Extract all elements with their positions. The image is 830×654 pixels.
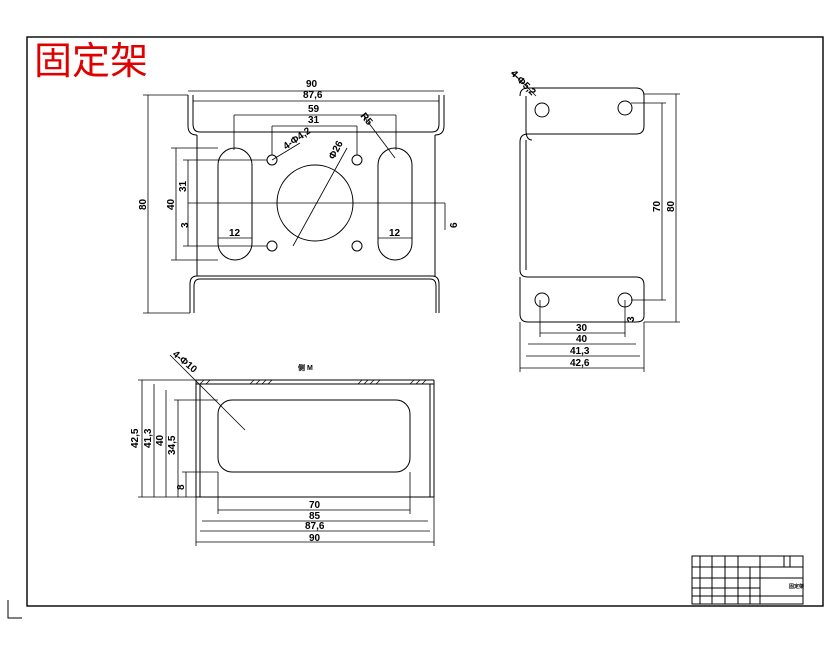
dim-40-side: 40: [576, 334, 588, 345]
drawing-frame: [26, 36, 824, 607]
corner-mark: [7, 600, 22, 619]
view-label: 侧 M: [298, 363, 313, 372]
dim-80-side: 80: [666, 200, 677, 212]
dim-41-3-top: 41,3: [143, 428, 154, 448]
dim-corner-holes: 4-Φ5,2: [508, 68, 538, 98]
dim-41-3: 41,3: [570, 346, 590, 357]
dim-87-6-top: 87,6: [305, 521, 325, 532]
dim-70: 70: [652, 200, 663, 212]
dim-slot-12-right: 12: [389, 228, 401, 239]
section-hatch: [199, 379, 427, 385]
drawing-title: 固定架: [34, 39, 148, 83]
dim-90-top: 90: [309, 533, 321, 544]
dim-thick-3: 3: [626, 316, 637, 322]
dim-31-vert: 31: [178, 180, 189, 192]
dim-34-5: 34,5: [167, 435, 178, 455]
dim-slot-holes: 4-Φ10: [170, 349, 199, 376]
dim-40-top: 40: [155, 434, 166, 446]
title-block-name: 固定架: [789, 583, 804, 590]
dim-85: 85: [309, 511, 321, 522]
top-view: 侧 M 4-Φ10 42,5 41,3 40 34,5 8 70 85 87,6…: [130, 349, 435, 546]
right-slot: [377, 147, 413, 261]
side-view: 4-Φ5,2 70 80 30 40 41,3 42,6 3: [508, 68, 680, 372]
dim-6: 6: [449, 222, 460, 228]
front-view: 90 87,6 59 31 4-Φ4,2 Φ26 R5 80 40 31 12 …: [138, 79, 460, 314]
hole: [617, 100, 633, 116]
dim-59: 59: [308, 104, 320, 115]
hole: [351, 240, 363, 252]
dim-slot-radius: R5: [358, 111, 375, 128]
dim-40: 40: [166, 198, 177, 210]
dim-42-5: 42,5: [130, 428, 141, 448]
hole: [534, 102, 550, 118]
hole: [534, 292, 550, 308]
dim-31: 31: [308, 115, 320, 126]
dim-slot-12-left: 12: [229, 228, 241, 239]
dim-large-hole: Φ26: [327, 139, 346, 162]
dim-3: 3: [180, 222, 191, 228]
dim-87-6: 87,6: [303, 90, 323, 101]
dim-42-6: 42,6: [570, 358, 590, 369]
title-block: 固定架: [691, 555, 804, 605]
dim-8: 8: [176, 484, 187, 490]
left-slot: [217, 147, 253, 261]
hole: [266, 240, 278, 252]
dim-90: 90: [306, 79, 318, 90]
hole: [351, 154, 363, 166]
dim-small-holes: 4-Φ4,2: [281, 125, 313, 152]
dim-height-80: 80: [138, 198, 149, 210]
dim-30: 30: [576, 323, 588, 334]
dim-70-top: 70: [309, 500, 321, 511]
top-slot: [217, 399, 411, 473]
